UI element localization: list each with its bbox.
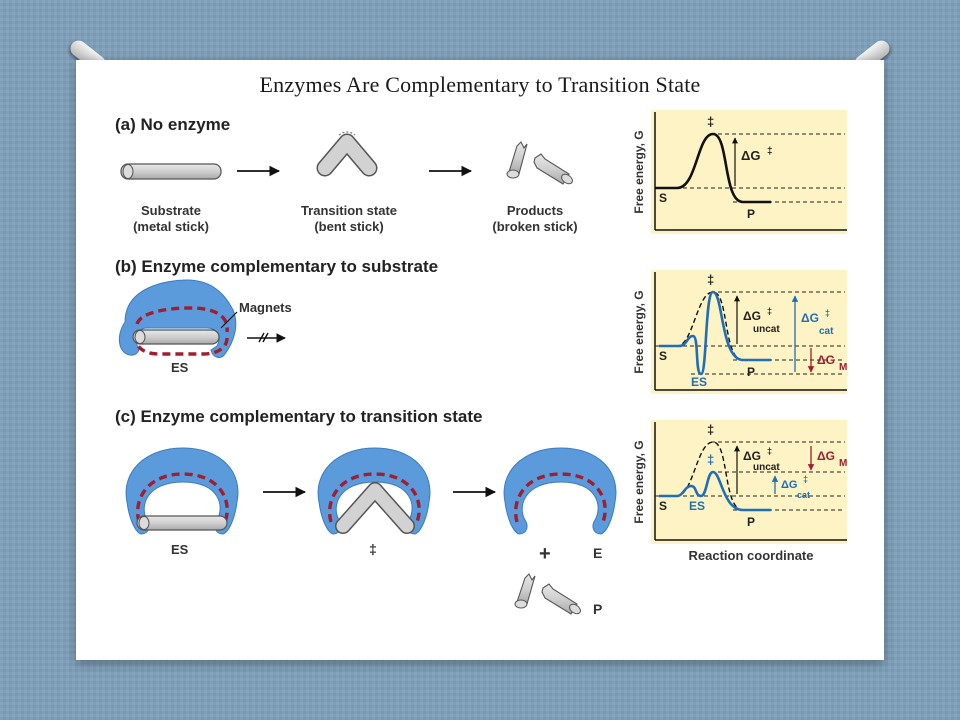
p-label-c: P: [593, 601, 602, 617]
graph3-m: M: [839, 458, 847, 469]
graph2-dagger: ‡: [707, 272, 714, 287]
graph1-delta: ΔG: [741, 148, 760, 163]
graph3-dagger-cat: ‡: [803, 474, 808, 484]
slide-card: Enzymes Are Complementary to Transition …: [76, 60, 884, 660]
transition-label-2: (bent stick): [314, 219, 383, 234]
transition-state-stick: [316, 131, 378, 177]
graph3-delta-cat: ΔG: [781, 479, 797, 491]
graph3-uncat: uncat: [753, 462, 780, 473]
graph2-p-label: P: [747, 365, 755, 379]
enzyme-c1: [125, 447, 239, 535]
magnets-pointer: [220, 311, 238, 329]
energy-graph-transition-complementary: Free energy, G ‡ ‡ ΔG ‡ uncat ΔG M ΔG: [632, 420, 847, 563]
energy-graph-substrate-complementary: Free energy, G ‡ ΔG ‡ uncat ΔG ‡ cat: [632, 270, 847, 394]
e-label: E: [593, 545, 602, 561]
graph2-delta-cat: ΔG: [801, 311, 819, 325]
x-axis-label: Reaction coordinate: [689, 548, 814, 563]
graph3-p-label: P: [747, 515, 755, 529]
graph2-dagger-cat: ‡: [825, 308, 830, 318]
graph3-delta-m: ΔG: [817, 449, 835, 463]
graph3-dagger-uncat-peak: ‡: [707, 422, 714, 437]
panel-a-heading: (a) No enzyme: [115, 115, 230, 134]
substrate-label-1: Substrate: [141, 203, 201, 218]
graph2-m: M: [839, 362, 847, 373]
enzyme-b: [118, 279, 237, 358]
graph1-s-label: S: [659, 191, 667, 205]
product-sticks: [506, 141, 573, 185]
graph3-dagger-uncat: ‡: [767, 446, 772, 456]
graph1-p-label: P: [747, 207, 755, 221]
products-label-2: (broken stick): [492, 219, 577, 234]
graph3-es-label: ES: [689, 499, 705, 513]
graph2-uncat: uncat: [753, 324, 780, 335]
es-label-c: ES: [171, 542, 189, 557]
graph3-delta-uncat: ΔG: [743, 449, 761, 463]
products-label-1: Products: [507, 203, 563, 218]
graph2-cat: cat: [819, 326, 834, 337]
panel-c-heading: (c) Enzyme complementary to transition s…: [115, 407, 482, 426]
enzyme-c2: [317, 447, 431, 535]
es-label-b: ES: [171, 360, 189, 375]
graph3-cat: cat: [797, 490, 810, 500]
graph1-y-axis-label: Free energy, G: [632, 130, 646, 213]
product-sticks-c: [514, 573, 581, 615]
graph3-y-axis-label: Free energy, G: [632, 440, 646, 523]
graph2-es-label: ES: [691, 375, 707, 389]
ts-label-c: ‡: [369, 541, 377, 557]
graph2-delta-m: ΔG: [817, 353, 835, 367]
graph2-y-axis-label: Free energy, G: [632, 290, 646, 373]
graph2-delta-uncat: ΔG: [743, 309, 761, 323]
blocked-arrow-b: [247, 332, 286, 343]
plus-label: +: [539, 543, 551, 565]
transition-label-1: Transition state: [301, 203, 397, 218]
enzyme-c3: [503, 447, 617, 535]
graph3-dagger-cat-peak: ‡: [707, 452, 714, 467]
substrate-label-2: (metal stick): [133, 219, 209, 234]
graph2-dagger-uncat: ‡: [767, 306, 772, 316]
slide-title: Enzymes Are Complementary to Transition …: [259, 72, 701, 97]
substrate-stick: [120, 163, 222, 180]
energy-graph-no-enzyme: Free energy, G ‡ ΔG ‡ S P: [632, 110, 847, 234]
graph1-dagger: ‡: [707, 114, 714, 129]
graph1-delta-dagger: ‡: [767, 146, 773, 157]
enzyme-figure: (a) No enzyme Substrate (metal stick) Tr…: [107, 102, 855, 620]
graph2-s-label: S: [659, 349, 667, 363]
magnets-label: Magnets: [239, 300, 292, 315]
panel-b-heading: (b) Enzyme complementary to substrate: [115, 257, 438, 276]
graph3-s-label: S: [659, 499, 667, 513]
figure-svg: (a) No enzyme Substrate (metal stick) Tr…: [115, 110, 847, 617]
